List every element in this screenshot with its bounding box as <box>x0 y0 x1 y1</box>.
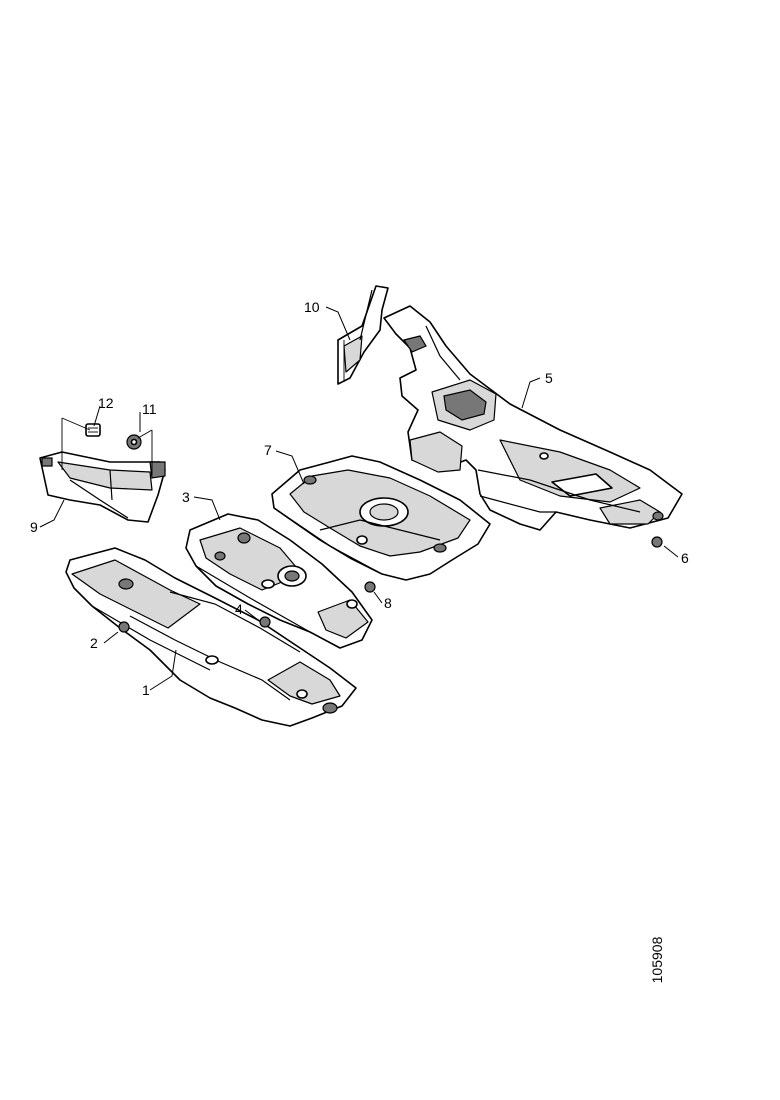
callout-3: 3 <box>182 489 190 505</box>
callout-10: 10 <box>304 299 320 315</box>
callout-labels: 1 2 3 4 5 6 7 8 9 10 11 12 <box>30 299 689 698</box>
part-3-underbody-panel <box>185 513 373 649</box>
callout-4: 4 <box>235 601 243 617</box>
callout-9: 9 <box>30 519 38 535</box>
callout-1: 1 <box>142 682 150 698</box>
callout-12: 12 <box>98 395 114 411</box>
callout-6: 6 <box>681 550 689 566</box>
reference-code: 105908 <box>647 930 667 990</box>
part-12-bolt <box>85 423 101 437</box>
callout-7: 7 <box>264 442 272 458</box>
part-9-bracket <box>39 451 166 523</box>
part-8-fastener <box>364 581 376 593</box>
callout-5: 5 <box>545 370 553 386</box>
part-5-tunnel-panel <box>383 305 683 531</box>
callout-11: 11 <box>142 401 157 417</box>
part-10-bracket <box>337 285 389 385</box>
part-6-fastener <box>651 536 663 548</box>
part-4-fastener <box>259 616 271 628</box>
callout-8: 8 <box>384 595 392 611</box>
leader-lines <box>39 306 679 691</box>
part-1-underbody-panel <box>65 547 357 727</box>
callout-2: 2 <box>90 635 98 651</box>
part-7-floor-tray <box>271 455 491 581</box>
part-2-fastener <box>118 621 130 633</box>
part-11-nut <box>126 434 142 450</box>
reference-code-text: 105908 <box>649 936 665 984</box>
